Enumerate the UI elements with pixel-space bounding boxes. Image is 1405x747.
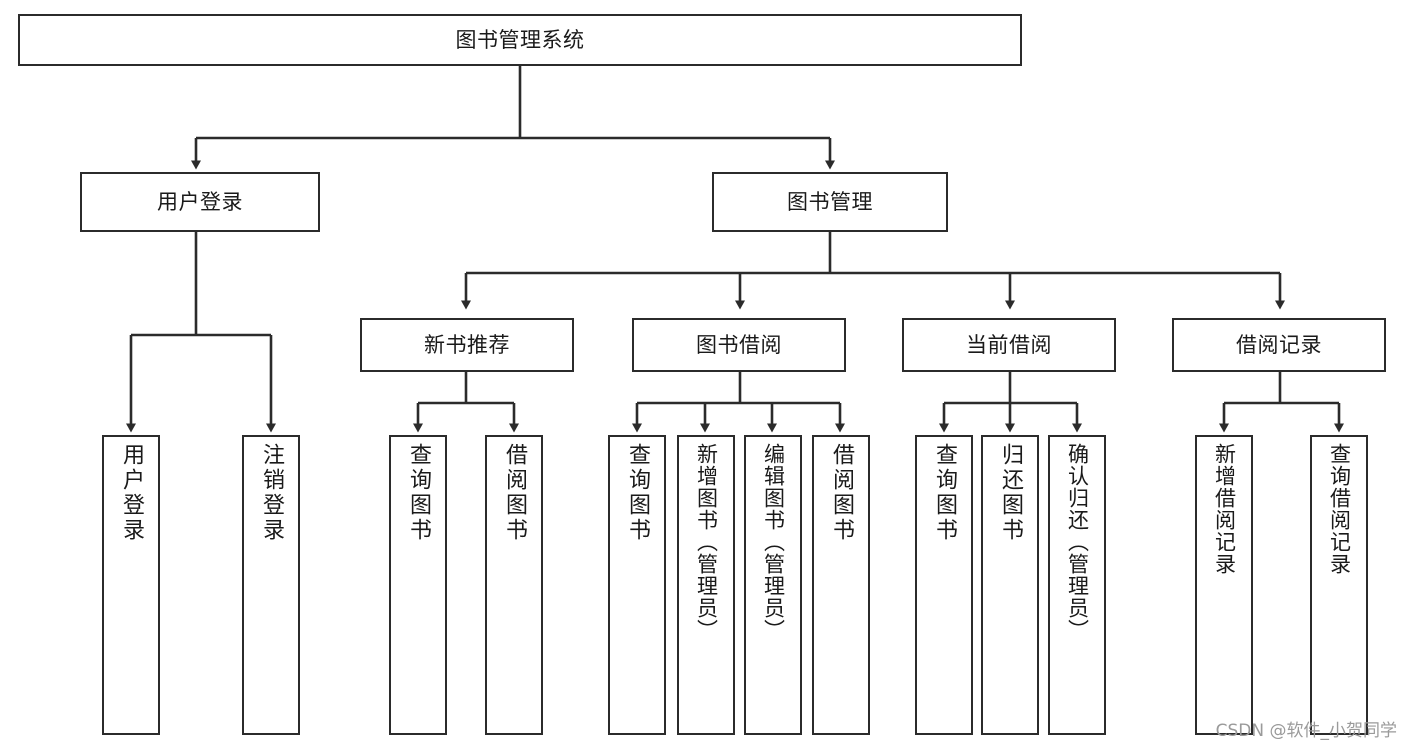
node-label: 编辑图书（管理员） [761, 443, 786, 641]
node-label: 图书管理系统 [455, 27, 585, 52]
node-label: 借阅图书 [829, 443, 854, 543]
leaf-borrow-book-recommend[interactable]: 借阅图书 [485, 435, 543, 735]
leaf-add-book-admin[interactable]: 新增图书（管理员） [677, 435, 735, 735]
node-book-borrow[interactable]: 图书借阅 [632, 318, 846, 372]
node-label: 当前借阅 [966, 332, 1052, 357]
node-label: 借阅记录 [1236, 332, 1322, 357]
node-label: 查询借阅记录 [1327, 443, 1352, 575]
leaf-add-borrow-record[interactable]: 新增借阅记录 [1195, 435, 1253, 735]
node-label: 图书借阅 [696, 332, 782, 357]
node-user-login[interactable]: 用户登录 [80, 172, 320, 232]
leaf-query-book-current[interactable]: 查询图书 [915, 435, 973, 735]
node-label: 新书推荐 [424, 332, 510, 357]
node-label: 确认归还（管理员） [1065, 443, 1090, 641]
leaf-confirm-return-admin[interactable]: 确认归还（管理员） [1048, 435, 1106, 735]
node-label: 用户登录 [157, 189, 243, 214]
node-borrow-record[interactable]: 借阅记录 [1172, 318, 1386, 372]
node-label: 新增借阅记录 [1212, 443, 1237, 575]
node-label: 借阅图书 [502, 443, 527, 543]
leaf-edit-book-admin[interactable]: 编辑图书（管理员） [744, 435, 802, 735]
leaf-query-book-recommend[interactable]: 查询图书 [389, 435, 447, 735]
node-label: 查询图书 [406, 443, 431, 543]
leaf-borrow-book[interactable]: 借阅图书 [812, 435, 870, 735]
node-new-book-recommend[interactable]: 新书推荐 [360, 318, 574, 372]
node-current-borrow[interactable]: 当前借阅 [902, 318, 1116, 372]
node-label: 图书管理 [787, 189, 873, 214]
node-label: 查询图书 [932, 443, 957, 543]
leaf-logout-login[interactable]: 注销登录 [242, 435, 300, 735]
node-label: 归还图书 [998, 443, 1023, 543]
csdn-watermark: CSDN @软件_小贺同学 [1215, 721, 1397, 741]
leaf-return-book[interactable]: 归还图书 [981, 435, 1039, 735]
leaf-query-borrow-record[interactable]: 查询借阅记录 [1310, 435, 1368, 735]
node-label: 用户登录 [119, 443, 144, 543]
node-label: 新增图书（管理员） [694, 443, 719, 641]
node-label: 注销登录 [259, 443, 284, 543]
node-label: 查询图书 [625, 443, 650, 543]
node-book-manage[interactable]: 图书管理 [712, 172, 948, 232]
leaf-user-login[interactable]: 用户登录 [102, 435, 160, 735]
leaf-query-book-borrow[interactable]: 查询图书 [608, 435, 666, 735]
node-root-system[interactable]: 图书管理系统 [18, 14, 1022, 66]
